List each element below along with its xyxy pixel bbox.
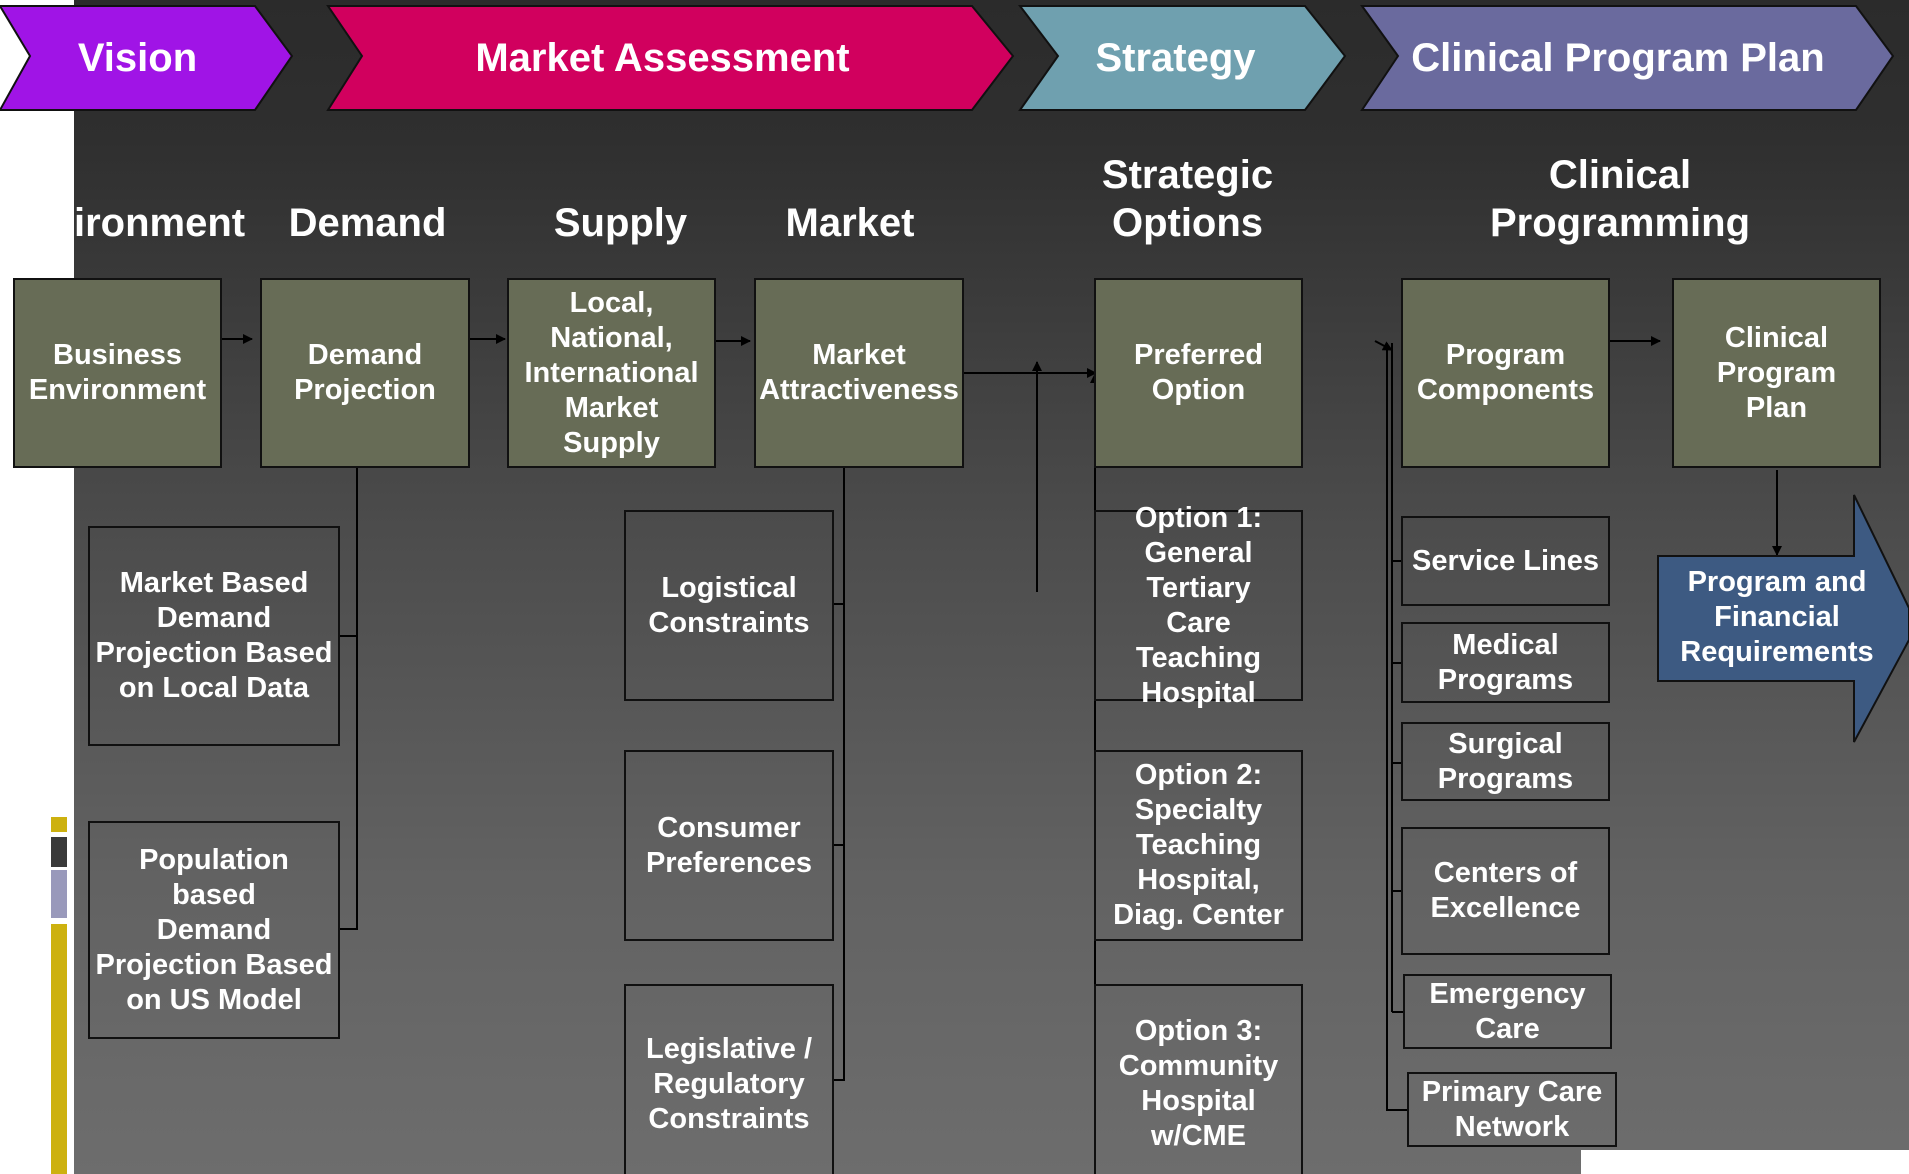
- header-clinical-programming: Clinical Programming: [1489, 153, 1751, 245]
- demand-projection-box: Demand Projection: [260, 278, 470, 468]
- program-item-emergency: Emergency Care: [1403, 974, 1612, 1049]
- accent-bar-gray: [51, 837, 67, 867]
- demand-input-local-data: Market Based Demand Projection Based on …: [88, 526, 340, 746]
- strategy-chevron: [1017, 5, 1347, 111]
- option-2-box: Option 2: Specialty Teaching Hospital, D…: [1094, 750, 1303, 941]
- market-input-legislative: Legislative / Regulatory Constraints: [624, 984, 834, 1174]
- clinical-program-plan-chevron: [1360, 5, 1895, 111]
- program-components-box: Program Components: [1401, 278, 1610, 468]
- market-input-logistical: Logistical Constraints: [624, 510, 834, 701]
- market-attractiveness-box: Market Attractiveness: [754, 278, 964, 468]
- header-environment: ironment: [74, 201, 246, 245]
- demand-input-us-model: Population based Demand Projection Based…: [88, 821, 340, 1039]
- header-demand: Demand: [288, 201, 447, 245]
- logo-area: [1581, 1150, 1909, 1174]
- market-supply-box: Local, National, International Market Su…: [507, 278, 716, 468]
- program-item-medical: Medical Programs: [1401, 622, 1610, 703]
- phase-strategy-label: Strategy: [1095, 35, 1256, 80]
- market-input-consumer: Consumer Preferences: [624, 750, 834, 941]
- program-item-service-lines: Service Lines: [1401, 516, 1610, 606]
- phase-chevrons: [0, 5, 1895, 111]
- header-supply: Supply: [553, 201, 688, 245]
- preferred-option-box: Preferred Option: [1094, 278, 1303, 468]
- outcome-label: Program and Financial Requirements: [1680, 566, 1874, 668]
- phase-clinical-program-plan-label: Clinical Program Plan: [1411, 35, 1825, 80]
- accent-bar-yellow-top: [51, 817, 67, 832]
- header-strategic-options: Strategic Options: [1101, 153, 1274, 245]
- phase-market-assessment-label: Market Assessment: [475, 35, 850, 80]
- program-item-primary-care: Primary Care Network: [1407, 1072, 1617, 1147]
- vision-chevron: [0, 5, 294, 111]
- program-item-centers: Centers of Excellence: [1401, 827, 1610, 955]
- program-item-surgical: Surgical Programs: [1401, 722, 1610, 801]
- phase-vision-label: Vision: [77, 35, 198, 80]
- market-assessment-chevron: [326, 5, 1015, 111]
- accent-bar-yellow-long: [51, 924, 67, 1174]
- header-market: Market: [785, 201, 915, 245]
- option-3-box: Option 3: Community Hospital w/CME: [1094, 984, 1303, 1174]
- accent-bar-lavender: [51, 870, 67, 918]
- diagram-background: [74, 0, 1909, 1174]
- business-environment-box: Business Environment: [13, 278, 222, 468]
- clinical-program-plan-box: Clinical Program Plan: [1672, 278, 1881, 468]
